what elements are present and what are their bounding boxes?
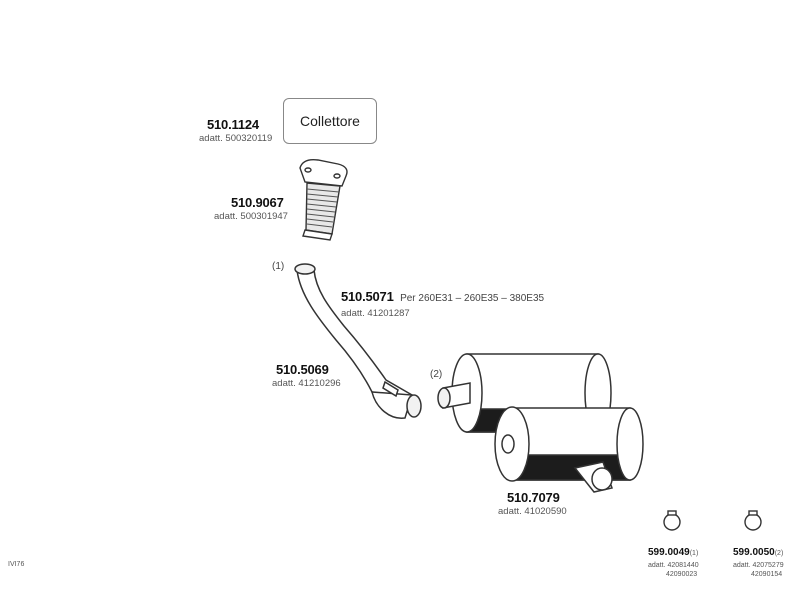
callout-1: (1) [272,261,285,272]
clamp-599-0050 [744,510,762,531]
clamp-599-0049 [663,510,681,531]
part-599-0050: 599.0050(2) adatt. 42075279 42090154 [733,542,784,579]
part-adatt: adatt. 41020590 [498,506,567,517]
collettore-label: Collettore [300,113,360,129]
part-adatt: adatt. 41210296 [272,378,341,389]
part-510-9067: 510.9067 adatt. 500301947 [214,195,288,222]
part-510-7079: 510.7079 adatt. 41020590 [498,490,567,517]
callout-2: (2) [430,369,443,380]
part-code: 510.5069 [276,362,329,377]
part-code: 599.0050 [733,547,775,558]
part-510-5069: 510.5069 adatt. 41210296 [272,362,341,389]
part-599-0049: 599.0049(1) adatt. 42081440 42090023 [648,542,699,579]
part-code: 510.7079 [507,490,560,505]
part-510-5071: 510.5071 Per 260E31 – 260E35 – 380E35 ad… [341,288,544,319]
collettore-label-box: Collettore [283,98,377,144]
part-adatt: adatt. 42081440 [648,562,699,569]
bent-pipe-510-5069 [294,263,422,419]
part-adatt: adatt. 42075279 [733,562,784,569]
part-note: (1) [689,550,699,557]
muffler-front [494,406,644,493]
part-code: 510.1124 [207,117,259,132]
part-adatt-2: 42090023 [666,571,698,578]
part-code: 599.0049 [648,547,690,558]
part-adatt-2: 42090154 [751,571,783,578]
part-per: Per 260E31 – 260E35 – 380E35 [400,293,545,304]
part-note: (2) [774,550,784,557]
flexible-pipe-510-9067 [299,158,348,241]
part-code: 510.9067 [231,195,284,210]
part-adatt: adatt. 41201287 [341,308,410,319]
part-adatt: adatt. 500320119 [199,133,273,144]
part-510-1124: 510.1124 adatt. 500320119 [199,117,272,144]
part-code: 510.5071 [341,289,394,304]
footer-id: IVI76 [8,561,25,568]
part-adatt: adatt. 500301947 [214,211,288,222]
